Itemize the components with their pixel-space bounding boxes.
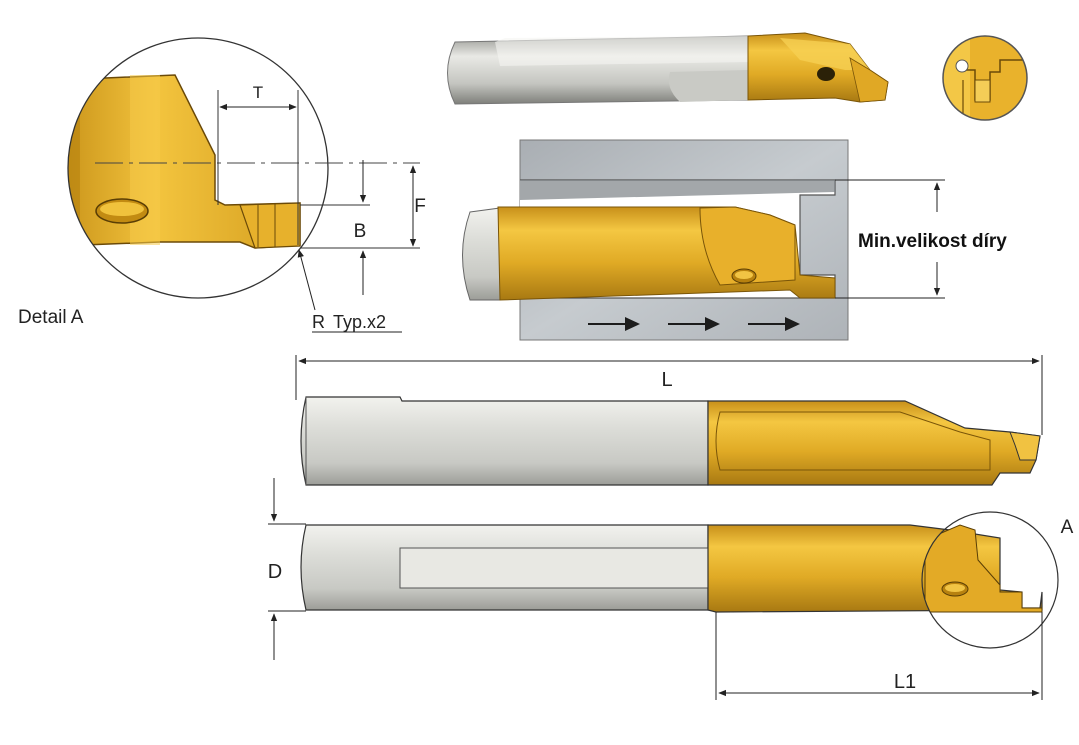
detail-marker-label: A <box>1061 517 1074 538</box>
min-hole-label: Min.velikost díry <box>858 231 1007 252</box>
dimension-l: L <box>295 355 1043 435</box>
workpiece-section: Min.velikost díry <box>462 139 1007 341</box>
dim-l1-label: L1 <box>894 671 916 693</box>
dim-r-label: R <box>312 312 325 332</box>
detail-a-marker-insert <box>924 524 1043 613</box>
detail-a-label: Detail A <box>18 307 84 328</box>
dim-b-label: B <box>354 221 367 242</box>
detail-a-insert <box>68 38 328 298</box>
detail-a-marker-circle <box>921 511 1059 649</box>
dim-l-label: L <box>661 369 672 391</box>
feed-arrow-1 <box>588 317 640 331</box>
dim-f-label: F <box>414 196 426 217</box>
dimension-l1: L1 <box>715 612 1043 700</box>
shank-flat <box>399 547 709 589</box>
detail-a-circle <box>67 37 329 299</box>
feed-arrow-2 <box>668 317 720 331</box>
dimension-d: D <box>268 478 306 660</box>
tool-side-view <box>300 396 1041 486</box>
typ-x2-label: Typ.x2 <box>333 312 386 332</box>
tool-3d-render <box>447 32 889 105</box>
dim-t-label: T <box>253 83 263 102</box>
detail-a-view: T B F R Typ.x2 Detail A <box>18 37 426 333</box>
r-leader-line <box>297 249 316 311</box>
end-view-circle <box>942 35 1028 121</box>
tool-top-view: A <box>300 511 1074 649</box>
dim-d-label: D <box>268 561 282 583</box>
feed-arrow-3 <box>748 317 800 331</box>
